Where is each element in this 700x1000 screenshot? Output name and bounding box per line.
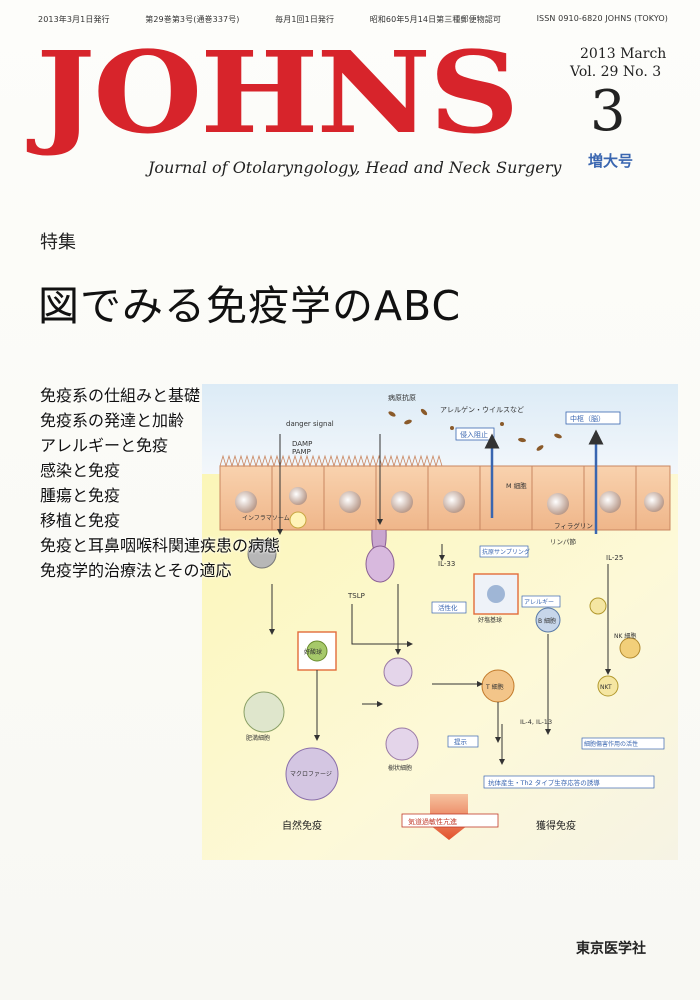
journal-subtitle: Journal of Otolaryngology, Head and Neck…	[148, 158, 562, 177]
label-allergen: アレルゲン・ウイルスなど	[440, 405, 524, 414]
label-basophil: 好塩基球	[478, 616, 502, 624]
label-nlrp3: NLRP3	[258, 539, 278, 546]
toc-item: 免疫系の仕組みと基礎	[40, 386, 201, 405]
label-lymph: リンパ節	[550, 537, 577, 546]
pub-date: 2013年3月1日発行	[38, 15, 110, 24]
label-inflammasome: インフラマソーム	[242, 515, 290, 522]
toc-list: 免疫系の仕組みと基礎 免疫系の発達と加齢 アレルギーと免疫 感染と免疫 腫瘍と免…	[40, 383, 280, 583]
label-present: 提示	[454, 737, 468, 746]
label-cytotoxic: 細胞傷害作用の活性	[584, 740, 638, 748]
toc-item: 腫瘍と免疫	[40, 486, 121, 505]
label-eosinophil: 好酸球	[304, 648, 322, 656]
label-acquired: 獲得免疫	[536, 819, 576, 832]
label-macrophage: マクロファージ	[290, 771, 332, 778]
toc-item: 移植と免疫	[40, 511, 121, 530]
label-danger-signal: danger signal	[286, 420, 334, 428]
label-mast-cell: 肥満細胞	[246, 734, 270, 742]
issue-volume: Vol. 29 No. 3	[570, 64, 662, 80]
registration: 昭和60年5月14日第三種郵便物認可	[369, 15, 501, 24]
pathway-arrows	[269, 434, 611, 765]
label-tslp: TSLP	[347, 592, 365, 600]
toc-item: 免疫と耳鼻咽喉科関連疾患の病態	[40, 536, 281, 555]
label-nk: NK 細胞	[614, 632, 636, 640]
frequency: 毎月1回1日発行	[275, 15, 335, 24]
toc-item: 免疫学的治療法とその適応	[40, 561, 232, 580]
label-activation: 活性化	[438, 603, 458, 612]
label-antigen-sampling: 抗原サンプリング	[482, 548, 530, 556]
label-pathogens: 病原抗原	[388, 393, 416, 402]
label-filaggrin: フィラグリン	[554, 521, 593, 530]
label-nkt: NKT	[600, 684, 612, 691]
issue-number: 3	[590, 79, 626, 144]
issue-extra-badge: 増大号	[588, 152, 634, 170]
label-pamp: PAMP	[292, 448, 311, 456]
feature-title: 図でみる免疫学のABC	[38, 282, 462, 330]
immune-cells	[243, 529, 641, 801]
label-allergy: アレルギー	[524, 599, 554, 606]
volume-issue: 第29巻第3号(通巻337号)	[145, 15, 240, 24]
label-t-cell: T 細胞	[485, 683, 504, 691]
label-m-cell: M 細胞	[506, 481, 527, 490]
journal-logo: JOHNS	[36, 28, 519, 159]
label-il4: IL-4, IL-13	[520, 718, 552, 726]
label-il25: IL-25	[606, 554, 623, 562]
label-invasion: 侵入阻止	[460, 430, 488, 439]
label-dendritic: 樹状細胞	[388, 764, 412, 772]
toc-item: アレルギーと免疫	[40, 436, 169, 455]
header-info-line: 2013年3月1日発行 第29巻第3号(通巻337号) 毎月1回1日発行 昭和6…	[38, 14, 668, 25]
feature-label: 特集	[40, 232, 76, 253]
label-il33: IL-33	[438, 560, 455, 568]
publisher-name: 東京医学社	[576, 941, 646, 957]
toc-item: 感染と免疫	[40, 461, 121, 480]
label-damp: DAMP	[292, 440, 312, 448]
microbes	[388, 408, 562, 451]
issn: ISSN 0910-6820 JOHNS (TOKYO)	[536, 14, 668, 23]
label-innate: 自然免疫	[282, 819, 322, 832]
label-b-cell: B 細胞	[538, 617, 556, 625]
label-airway: 気道過敏性亢進	[408, 817, 457, 826]
issue-date: 2013 March	[580, 46, 667, 62]
label-antibody: 抗体産生・Th2 タイプ生存応答の誘導	[488, 778, 600, 787]
immunology-diagram: 病原抗原 アレルゲン・ウイルスなど 侵入阻止 中枢（脳） danger sign…	[202, 384, 678, 860]
toc-item: 免疫系の発達と加齢	[40, 411, 185, 430]
label-center: 中枢（脳）	[570, 414, 605, 423]
